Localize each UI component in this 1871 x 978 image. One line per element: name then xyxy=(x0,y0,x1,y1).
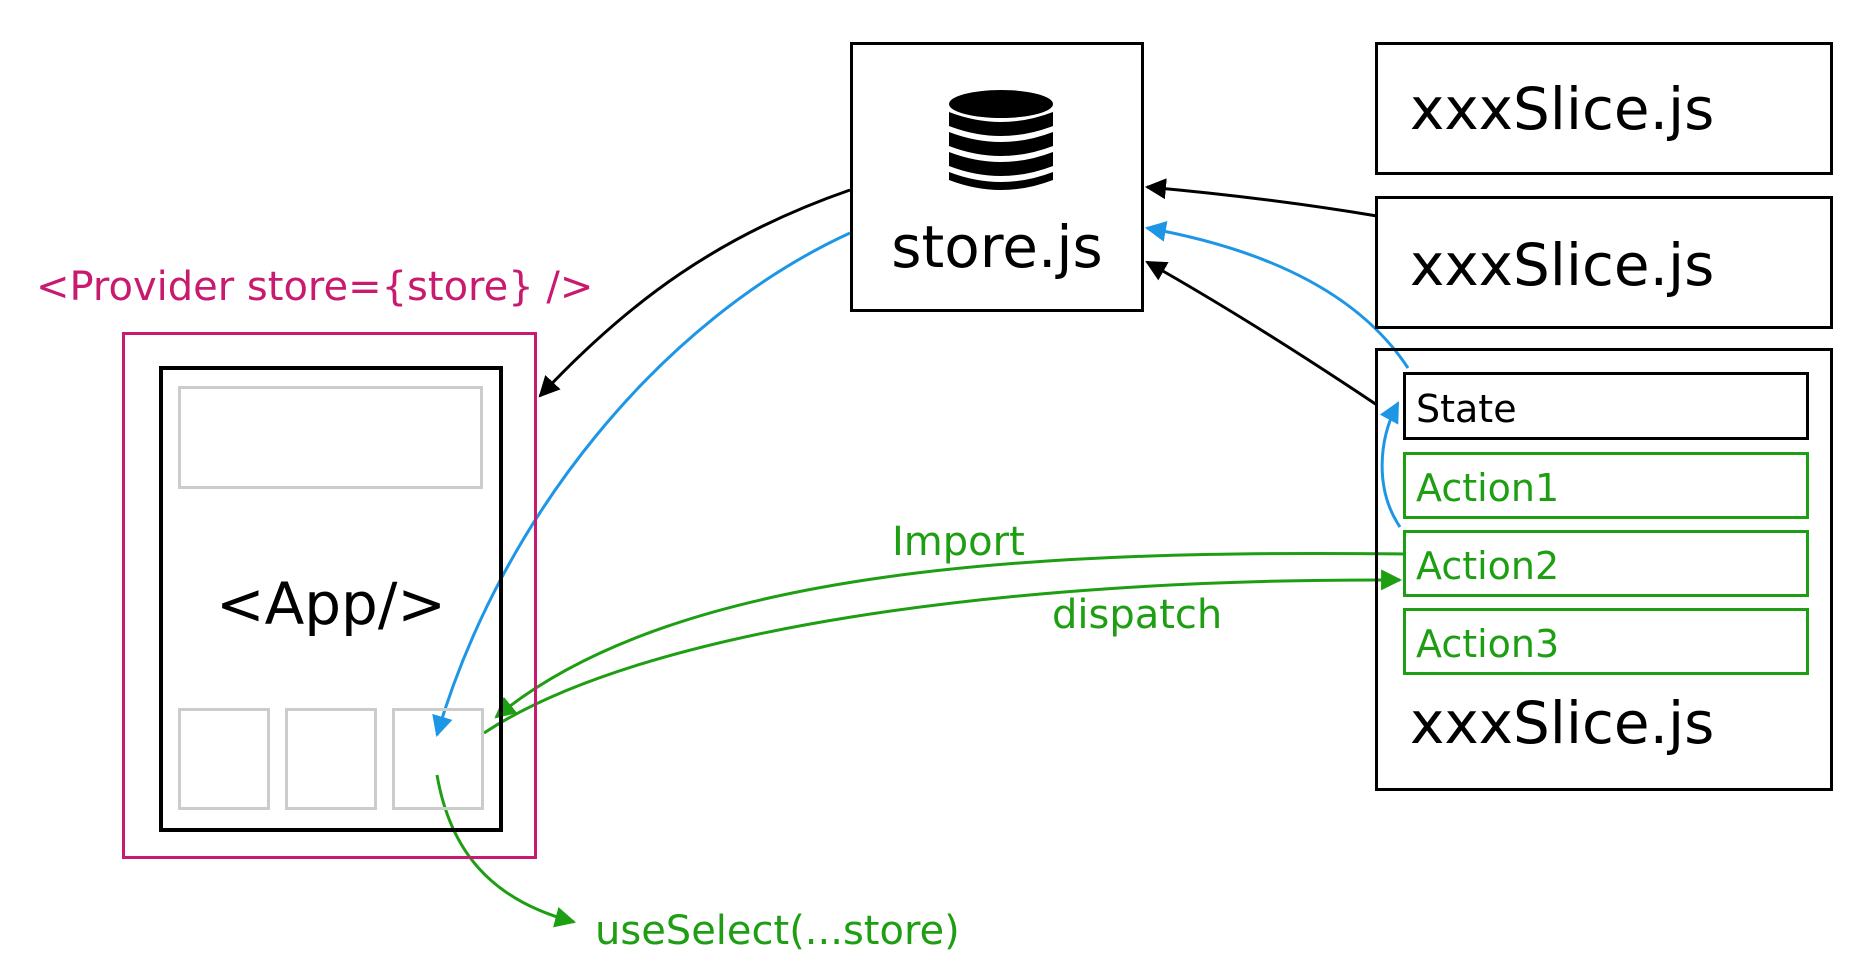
slice-box-1: xxxSlice.js xyxy=(1375,42,1833,175)
dispatch-label: dispatch xyxy=(1052,592,1223,638)
app-component-3 xyxy=(392,708,484,810)
provider-label: <Provider store={store} /> xyxy=(36,264,594,310)
store-box: store.js xyxy=(850,42,1144,312)
database-icon xyxy=(949,90,1053,190)
import-label: Import xyxy=(892,519,1025,565)
import-arrow xyxy=(494,551,1405,719)
store-to-provider-arrow xyxy=(538,188,851,398)
slice2-to-store-arrow xyxy=(1144,178,1378,218)
action-to-state-arrow xyxy=(1379,401,1402,528)
action-box-2: Action2 xyxy=(1403,530,1809,597)
state-label: State xyxy=(1416,387,1517,431)
state-to-store-arrow xyxy=(1144,220,1410,369)
useselect-arrow xyxy=(435,774,577,928)
slice-label-2: xxxSlice.js xyxy=(1410,231,1715,299)
action-label-3: Action3 xyxy=(1416,622,1560,666)
store-to-component-arrow xyxy=(432,231,851,738)
app-component-1 xyxy=(178,708,270,810)
app-label: <App/> xyxy=(215,570,447,638)
dispatch-arrow xyxy=(483,569,1403,735)
slice-box-3: State Action1 Action2 Action3 xxxSlice.j… xyxy=(1375,348,1833,791)
action-label-1: Action1 xyxy=(1416,466,1560,510)
slice3-to-store-arrow xyxy=(1145,260,1378,407)
action-box-3: Action3 xyxy=(1403,608,1809,675)
useselect-label: useSelect(...store) xyxy=(595,908,960,954)
state-box: State xyxy=(1403,372,1809,440)
slice-label-3: xxxSlice.js xyxy=(1410,689,1715,757)
app-component-2 xyxy=(285,708,377,810)
action-label-2: Action2 xyxy=(1416,544,1560,588)
slice-label-1: xxxSlice.js xyxy=(1410,75,1715,143)
store-label: store.js xyxy=(891,213,1103,281)
action-box-1: Action1 xyxy=(1403,452,1809,519)
slice-box-2: xxxSlice.js xyxy=(1375,196,1833,329)
app-box: <App/> xyxy=(159,366,503,832)
app-header-placeholder xyxy=(178,386,483,489)
provider-box: <App/> xyxy=(122,332,537,859)
